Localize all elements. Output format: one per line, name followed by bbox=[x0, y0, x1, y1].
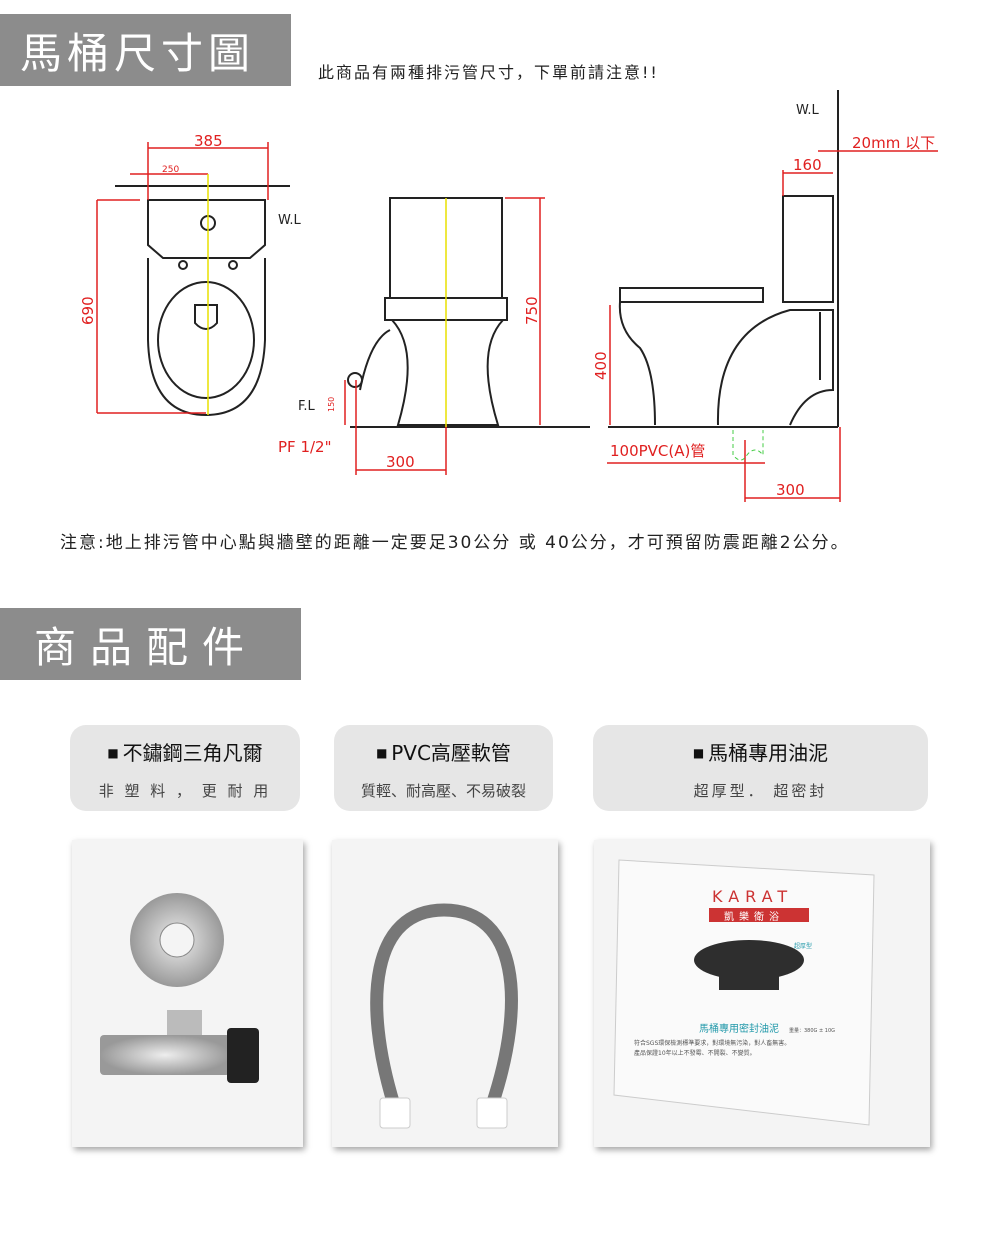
accessory-title: 馬桶專用油泥 bbox=[593, 737, 928, 766]
section-title-accessories: 商品配件 bbox=[0, 608, 301, 680]
box-line2: 產品保證10年以上不發霉、不開裂、不變質。 bbox=[634, 1049, 756, 1057]
dim-300-front: 300 bbox=[386, 453, 415, 471]
dim-160: 160 bbox=[793, 156, 822, 174]
dimension-diagram: 385 250 690 750 150 300 PF 1/2" 400 160 … bbox=[79, 90, 938, 502]
dim-300-side: 300 bbox=[776, 481, 805, 499]
wl-label-side: W.L bbox=[796, 103, 819, 118]
installation-note: 注意:地上排污管中心點與牆壁的距離一定要足30公分 或 40公分，才可預留防震距… bbox=[60, 533, 850, 553]
dim-690: 690 bbox=[79, 296, 97, 325]
weight: 重量：380G ± 10G bbox=[789, 1027, 835, 1034]
dim-20mm: 20mm 以下 bbox=[852, 134, 935, 152]
box-line1: 符合SGS環保檢測標準要求，對環境無污染，對人畜無害。 bbox=[634, 1039, 790, 1047]
pf-label: PF 1/2" bbox=[278, 438, 331, 456]
product-label: 馬桶專用密封油泥 bbox=[699, 1022, 779, 1035]
hose-photo bbox=[332, 840, 558, 1147]
pvc-label: 100PVC(A)管 bbox=[610, 442, 705, 460]
dim-250: 250 bbox=[162, 165, 179, 175]
dim-750: 750 bbox=[523, 296, 541, 325]
section-title-dimensions: 馬桶尺寸圖 bbox=[0, 14, 291, 86]
dim-150: 150 bbox=[327, 397, 336, 412]
fl-label: F.L bbox=[298, 399, 316, 414]
dim-385: 385 bbox=[194, 132, 223, 150]
accessory-card-hose: PVC高壓軟管 質輕、耐高壓、不易破裂 bbox=[334, 725, 553, 811]
accessory-desc: 超厚型． 超密封 bbox=[693, 782, 828, 800]
brand-logo: KARAT bbox=[712, 887, 793, 906]
accessory-card-sealant: 馬桶專用油泥 超厚型． 超密封 bbox=[593, 725, 928, 811]
wl-label-top: W.L bbox=[278, 213, 301, 228]
accessory-desc: 非 塑 料 ， 更 耐 用 bbox=[98, 782, 272, 800]
dim-400: 400 bbox=[592, 351, 610, 380]
dimension-subtitle: 此商品有兩種排污管尺寸，下單前請注意!! bbox=[318, 63, 659, 82]
accessory-title: 不鏽鋼三角凡爾 bbox=[70, 737, 300, 766]
sealant-box-photo: KARAT 凱樂衛浴 超厚型 馬桶專用密封油泥 重量：380G ± 10G 符合… bbox=[594, 840, 930, 1147]
brand-cn: 凱樂衛浴 bbox=[724, 910, 784, 923]
accessory-desc: 質輕、耐高壓、不易破裂 bbox=[360, 782, 526, 800]
accessory-card-valve: 不鏽鋼三角凡爾 非 塑 料 ， 更 耐 用 bbox=[70, 725, 300, 811]
accessory-title: PVC高壓軟管 bbox=[334, 737, 553, 766]
badge: 超厚型 bbox=[794, 942, 812, 950]
valve-photo bbox=[72, 840, 303, 1147]
